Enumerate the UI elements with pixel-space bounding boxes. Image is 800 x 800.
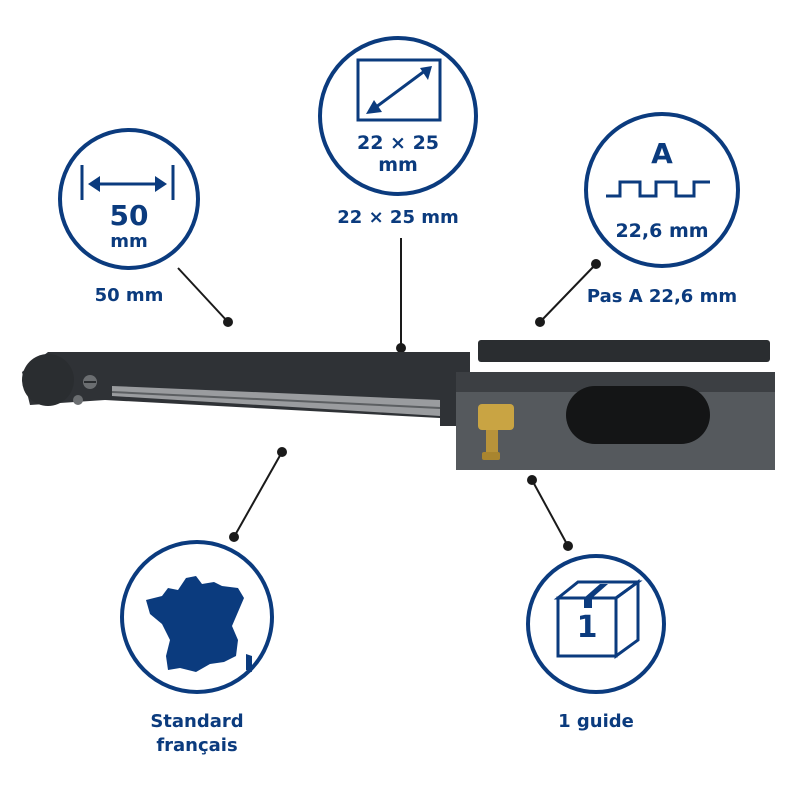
pitch-caption: Pas A 22,6 mm — [586, 286, 738, 307]
section-caption: 22 × 25 mm — [337, 207, 459, 228]
quantity-circle — [526, 554, 666, 694]
width-value: 50 — [109, 199, 149, 232]
pitch-letter: A — [651, 137, 673, 170]
quantity-caption: 1 guide — [558, 711, 634, 732]
dot-origin — [229, 532, 239, 542]
dot-origin-top — [277, 447, 287, 457]
dot-section — [396, 343, 406, 353]
pitch-circle — [584, 112, 740, 268]
dot-quantity-top — [527, 475, 537, 485]
dot-pitch — [535, 317, 545, 327]
section-value: 22 × 25 — [356, 132, 440, 154]
quantity-number: 1 — [576, 610, 598, 645]
dot-quantity — [563, 541, 573, 551]
section-unit: mm — [378, 154, 418, 176]
origin-caption-line2: français — [156, 735, 238, 756]
section-circle — [318, 36, 478, 196]
dot-width — [223, 317, 233, 327]
pitch-value: 22,6 mm — [615, 220, 709, 242]
origin-caption-line1: Standard — [150, 711, 244, 732]
width-unit: mm — [110, 231, 148, 252]
dot-pitch-top — [591, 259, 601, 269]
width-caption: 50 mm — [94, 285, 164, 306]
